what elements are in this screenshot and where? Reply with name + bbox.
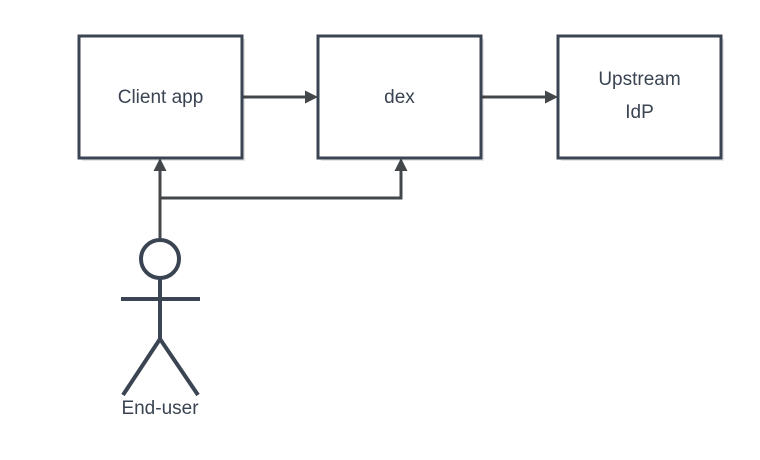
arrowhead-icon (305, 90, 318, 104)
arrowhead-icon (394, 158, 408, 171)
node-dex-rect[interactable] (316, 34, 483, 160)
edge-dex-to-upstream-idp (481, 90, 558, 104)
arrowhead-icon (153, 158, 167, 171)
node-client-app-label: Client app (118, 87, 204, 108)
node-dex-label: dex (384, 87, 415, 108)
node-upstream-idp[interactable]: Upstream IdP (556, 34, 724, 161)
node-upstream-idp-label-line-2: IdP (625, 102, 654, 123)
actor-leg-left (121, 337, 162, 397)
edge-end-user-to-dex (161, 158, 408, 200)
actor-leg-right (158, 337, 200, 397)
actor-end-user-label: End-user (121, 398, 199, 419)
actor-end-user[interactable]: End-user (121, 238, 200, 419)
arrowhead-icon (545, 90, 558, 104)
node-client-app[interactable]: Client app (77, 34, 245, 161)
edge-client-app-to-dex (241, 90, 318, 104)
actor-head-icon (139, 238, 181, 280)
edge-end-user-to-client-app (153, 158, 167, 241)
node-client-app-rect[interactable] (77, 34, 244, 160)
node-upstream-idp-label-line-1: Upstream (598, 69, 680, 90)
edge-end-user-to-dex-line (161, 168, 403, 200)
node-dex[interactable]: dex (316, 34, 484, 161)
node-upstream-idp-rect[interactable] (556, 34, 723, 160)
